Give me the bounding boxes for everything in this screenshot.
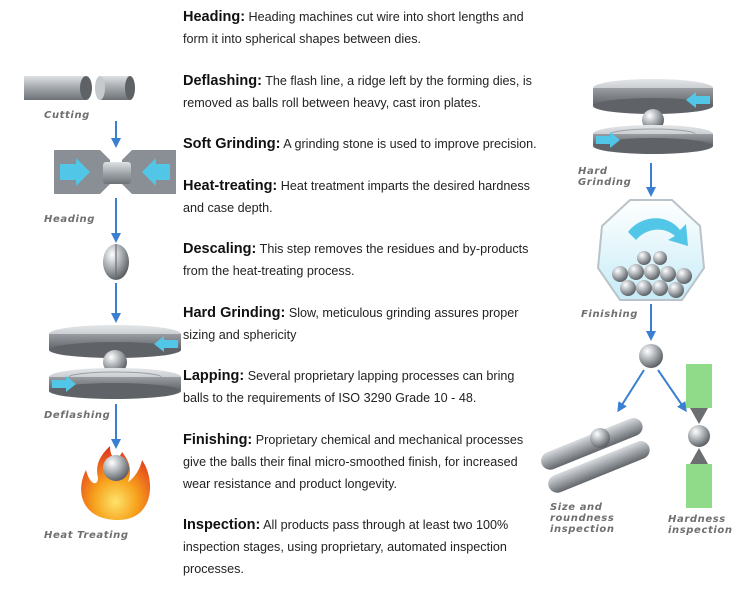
heading-illustration — [54, 150, 176, 194]
step-description: A grinding stone is used to improve prec… — [283, 137, 537, 151]
label-hard-grinding: Hard Grinding — [578, 166, 632, 188]
process-steps: Heading: Heading machines cut wire into … — [183, 6, 543, 600]
step-descaling: Descaling: This step removes the residue… — [183, 238, 543, 282]
label-finishing: Finishing — [581, 309, 638, 320]
hardness-inspection-illustration — [686, 364, 712, 508]
step-heat-treating: Heat-treating: Heat treatment imparts th… — [183, 175, 543, 219]
finished-ball — [639, 344, 663, 368]
step-description: All products pass through at least two 1… — [183, 518, 509, 576]
step-hard-grinding: Hard Grinding: Slow, meticulous grinding… — [183, 302, 543, 346]
step-description: Proprietary chemical and mechanical proc… — [183, 432, 524, 491]
step-deflashing: Deflashing: The flash line, a ridge left… — [183, 70, 543, 114]
step-inspection: Inspection: All products pass through at… — [183, 514, 543, 580]
cutting-illustration — [24, 76, 135, 100]
step-description: Heading machines cut wire into short len… — [183, 10, 524, 46]
step-heading: Heading: Heading machines cut wire into … — [183, 6, 543, 50]
step-term: Heading: — [183, 9, 246, 25]
step-term: Descaling: — [183, 241, 257, 257]
finishing-illustration — [596, 199, 706, 301]
heat-treating-illustration — [81, 446, 151, 520]
step-term: Deflashing: — [183, 72, 262, 89]
step-term: Soft Grinding: — [183, 136, 281, 152]
step-description: Heat treatment imparts the desired hardn… — [183, 178, 530, 215]
step-term: Hard Grinding: — [183, 304, 286, 321]
step-lapping: Lapping: Several proprietary lapping pro… — [183, 365, 543, 409]
label-hardness-inspection: Hardness inspection — [668, 514, 733, 536]
step-description: This step removes the residues and by-pr… — [183, 242, 529, 278]
size-roundness-inspection-illustration — [541, 418, 650, 493]
step-finishing: Finishing: Proprietary chemical and mech… — [183, 429, 543, 495]
step-term: Lapping: — [183, 368, 245, 384]
label-heat-treating: Heat Treating — [44, 530, 129, 541]
deflashing-illustration — [49, 325, 181, 399]
hard-grinding-illustration — [593, 79, 713, 154]
step-description: Several proprietary lapping processes ca… — [183, 369, 515, 405]
label-heading: Heading — [44, 214, 95, 225]
formed-ball — [103, 244, 129, 280]
flow-arrow — [657, 369, 687, 413]
label-deflashing: Deflashing — [44, 410, 111, 421]
step-term: Heat-treating: — [183, 177, 278, 194]
label-cutting: Cutting — [44, 110, 90, 121]
flow-arrow — [617, 369, 645, 413]
label-size-roundness-inspection: Size and roundness inspection — [550, 502, 615, 535]
step-term: Inspection: — [183, 517, 261, 533]
step-term: Finishing: — [183, 431, 253, 448]
step-soft-grinding: Soft Grinding: A grinding stone is used … — [183, 133, 543, 155]
step-description: Slow, meticulous grinding assures proper… — [183, 305, 519, 342]
step-description: The flash line, a ridge left by the form… — [183, 73, 532, 110]
